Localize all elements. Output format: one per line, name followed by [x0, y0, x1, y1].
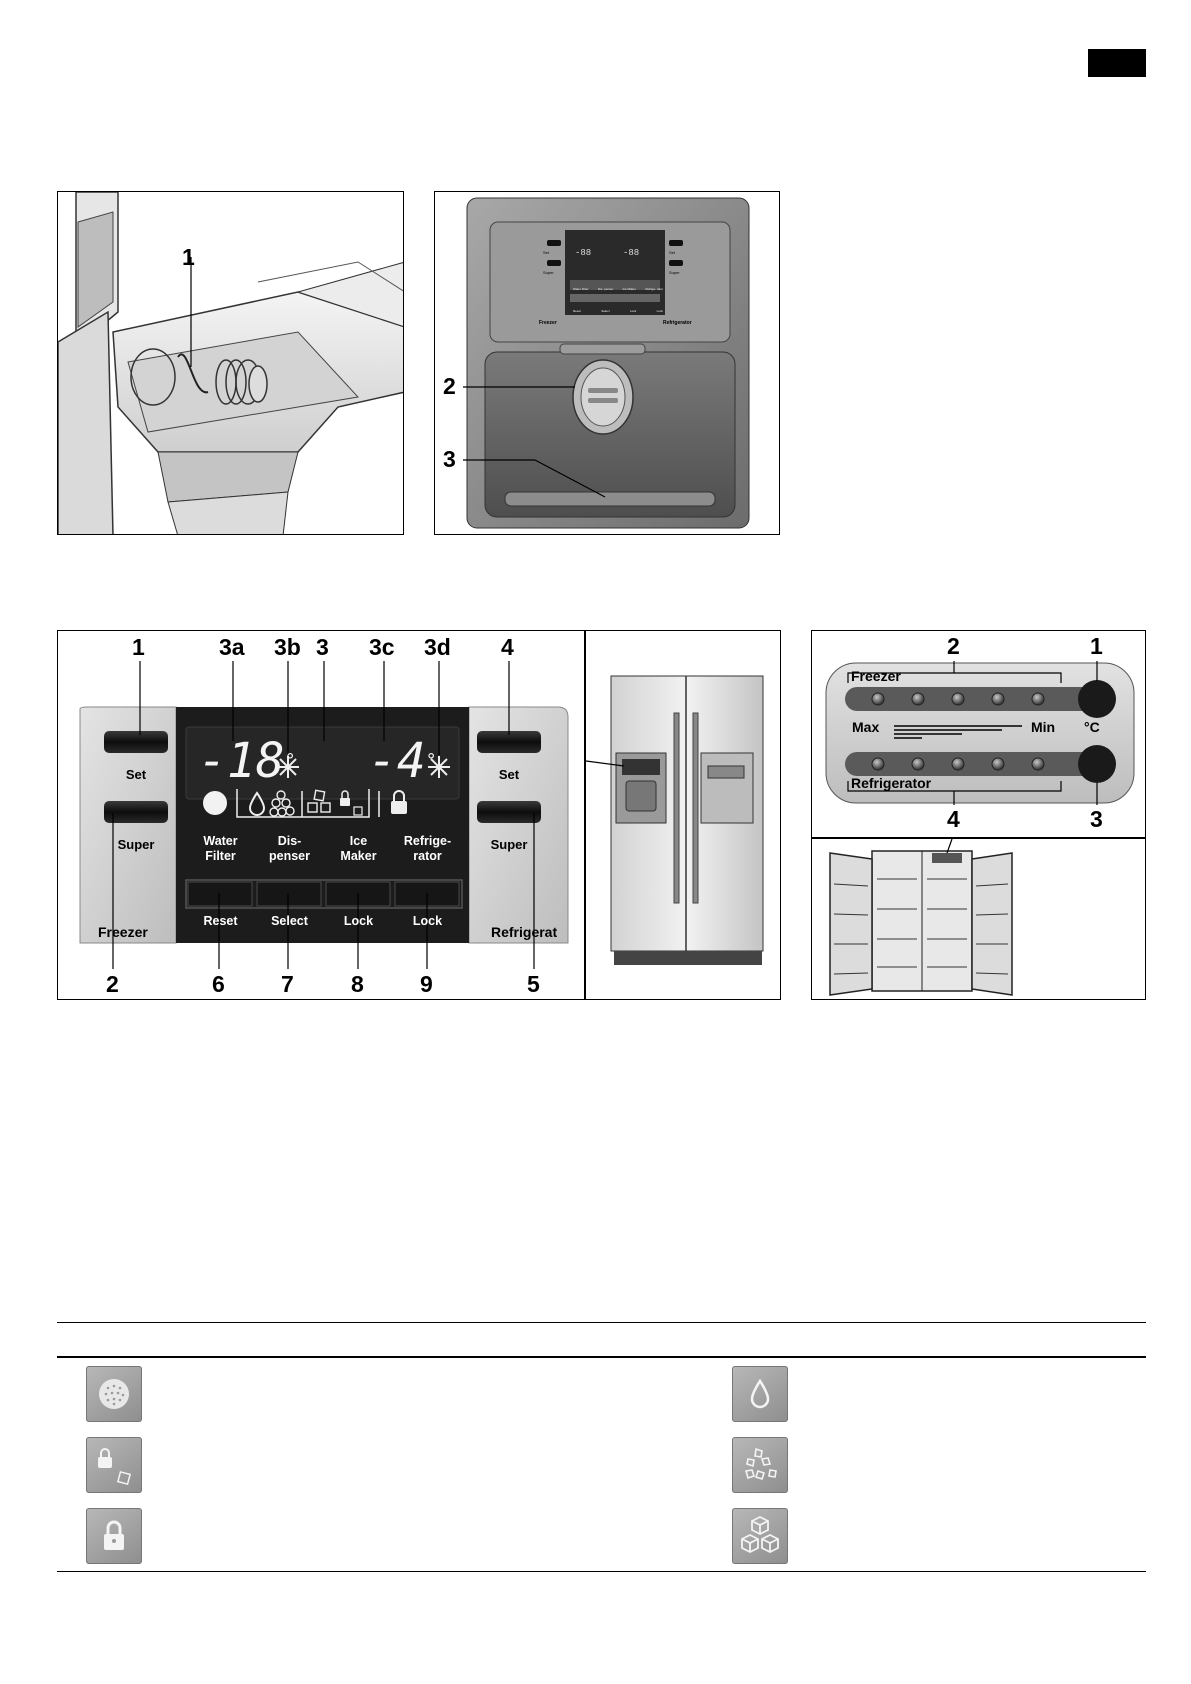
ice-maker-illustration — [58, 192, 403, 534]
freezer-temp-button[interactable] — [1078, 680, 1116, 718]
figure-ice-maker: 1 — [57, 191, 404, 535]
water-drop-icon — [732, 1366, 788, 1422]
table-bottom-rule — [57, 1571, 1146, 1572]
callout-8: 8 — [351, 971, 364, 997]
freezer-label: Freezer — [851, 668, 901, 684]
fridge-super-label: Super — [490, 837, 528, 852]
callout-1: 1 — [1090, 633, 1103, 659]
select-button[interactable] — [257, 882, 321, 906]
alt-control-panel — [825, 661, 1135, 805]
label-lock-ice: Lock — [343, 914, 374, 928]
figure-alt-controls: 2 1 Freezer Max Min °C Refrigerator 4 3 — [811, 630, 1146, 1000]
callout-2: 2 — [106, 971, 119, 997]
dispenser-illustration — [463, 197, 750, 529]
open-fridge-illustration — [829, 839, 1013, 996]
bottom-labels: Reset Select Lock Lock — [186, 914, 462, 928]
callout-6: 6 — [212, 971, 225, 997]
freezer-temp-display: -18° — [198, 733, 296, 789]
callout-3a: 3a — [219, 634, 245, 660]
mini-fridge-temp: -88 — [623, 248, 640, 258]
mini-zone-freezer: Freezer — [539, 320, 557, 326]
mini-bottom-labels: Reset Select Lock Lock — [573, 309, 663, 313]
callout-7: 7 — [281, 971, 294, 997]
mini-set-left: Set — [543, 250, 550, 255]
figure-divider — [584, 631, 586, 999]
label-select: Select — [271, 914, 308, 928]
fridge-set-button[interactable] — [477, 731, 541, 753]
callout-2: 2 — [947, 633, 960, 659]
unit-label: °C — [1084, 719, 1100, 735]
mini-super-left: Super — [543, 270, 554, 275]
mini-function-labels: Water Filter Dis- penser Ice Maker Refri… — [573, 287, 663, 291]
callout-4: 4 — [501, 634, 514, 660]
label-refrigerator: Refrige-rator — [403, 834, 452, 863]
table-top-rule — [57, 1322, 1146, 1323]
callout-3: 3 — [443, 446, 456, 472]
fridge-set-label: Set — [498, 767, 520, 782]
reset-button[interactable] — [188, 882, 252, 906]
callout-3c: 3c — [369, 634, 395, 660]
lock-icon — [86, 1508, 142, 1564]
filter-icon — [86, 1366, 142, 1422]
freezer-set-button[interactable] — [104, 731, 168, 753]
fridge-temp-display: -4° — [368, 733, 437, 789]
mini-set-right: Set — [669, 250, 676, 255]
callout-9: 9 — [420, 971, 433, 997]
freezer-super-label: Super — [117, 837, 155, 852]
min-label: Min — [1031, 719, 1056, 735]
figure-control-panel: 1 3a 3b 3 3c 3d 4 -18° -4° Set Super Set… — [57, 630, 781, 1000]
callout-4: 4 — [947, 806, 960, 832]
zone-freezer-label: Freezer — [98, 924, 148, 940]
callout-3b: 3b — [274, 634, 301, 660]
max-label: Max — [852, 719, 880, 735]
mini-zone-fridge: Refrigerator — [663, 320, 692, 326]
crushed-ice-icon — [732, 1437, 788, 1493]
control-panel-drawing — [79, 661, 569, 969]
refrigerator-label: Refrigerator — [851, 775, 932, 791]
table-header-rule — [57, 1356, 1146, 1358]
callout-1: 1 — [182, 244, 195, 270]
mini-freezer-temp: -88 — [575, 248, 592, 258]
label-lock-fridge: Lock — [412, 914, 443, 928]
fridge-illustration — [586, 675, 764, 965]
label-reset: Reset — [203, 914, 238, 928]
callout-2: 2 — [443, 373, 456, 399]
zone-refrigerator-label: Refrigerat — [491, 924, 558, 940]
callout-1: 1 — [132, 634, 145, 660]
fridge-temp-button[interactable] — [1078, 745, 1116, 783]
ice-maker-lock-icon — [86, 1437, 142, 1493]
callout-3: 3 — [316, 634, 329, 660]
fridge-super-button[interactable] — [477, 801, 541, 823]
figure4-divider — [812, 837, 1145, 839]
ice-cubes-icon — [732, 1508, 788, 1564]
freezer-set-label: Set — [125, 767, 147, 782]
freezer-super-button[interactable] — [104, 801, 168, 823]
label-dispenser: Dis-penser — [269, 834, 310, 863]
callout-3: 3 — [1090, 806, 1103, 832]
callout-3d: 3d — [424, 634, 451, 660]
figure-dispenser: -88 -88 Set Super Set Super Water Filter… — [434, 191, 780, 535]
callout-5: 5 — [527, 971, 540, 997]
mini-super-right: Super — [669, 270, 680, 275]
page-tab-marker — [1088, 49, 1146, 77]
refrigerator-lock-button[interactable] — [395, 882, 459, 906]
ice-maker-lock-button[interactable] — [326, 882, 390, 906]
